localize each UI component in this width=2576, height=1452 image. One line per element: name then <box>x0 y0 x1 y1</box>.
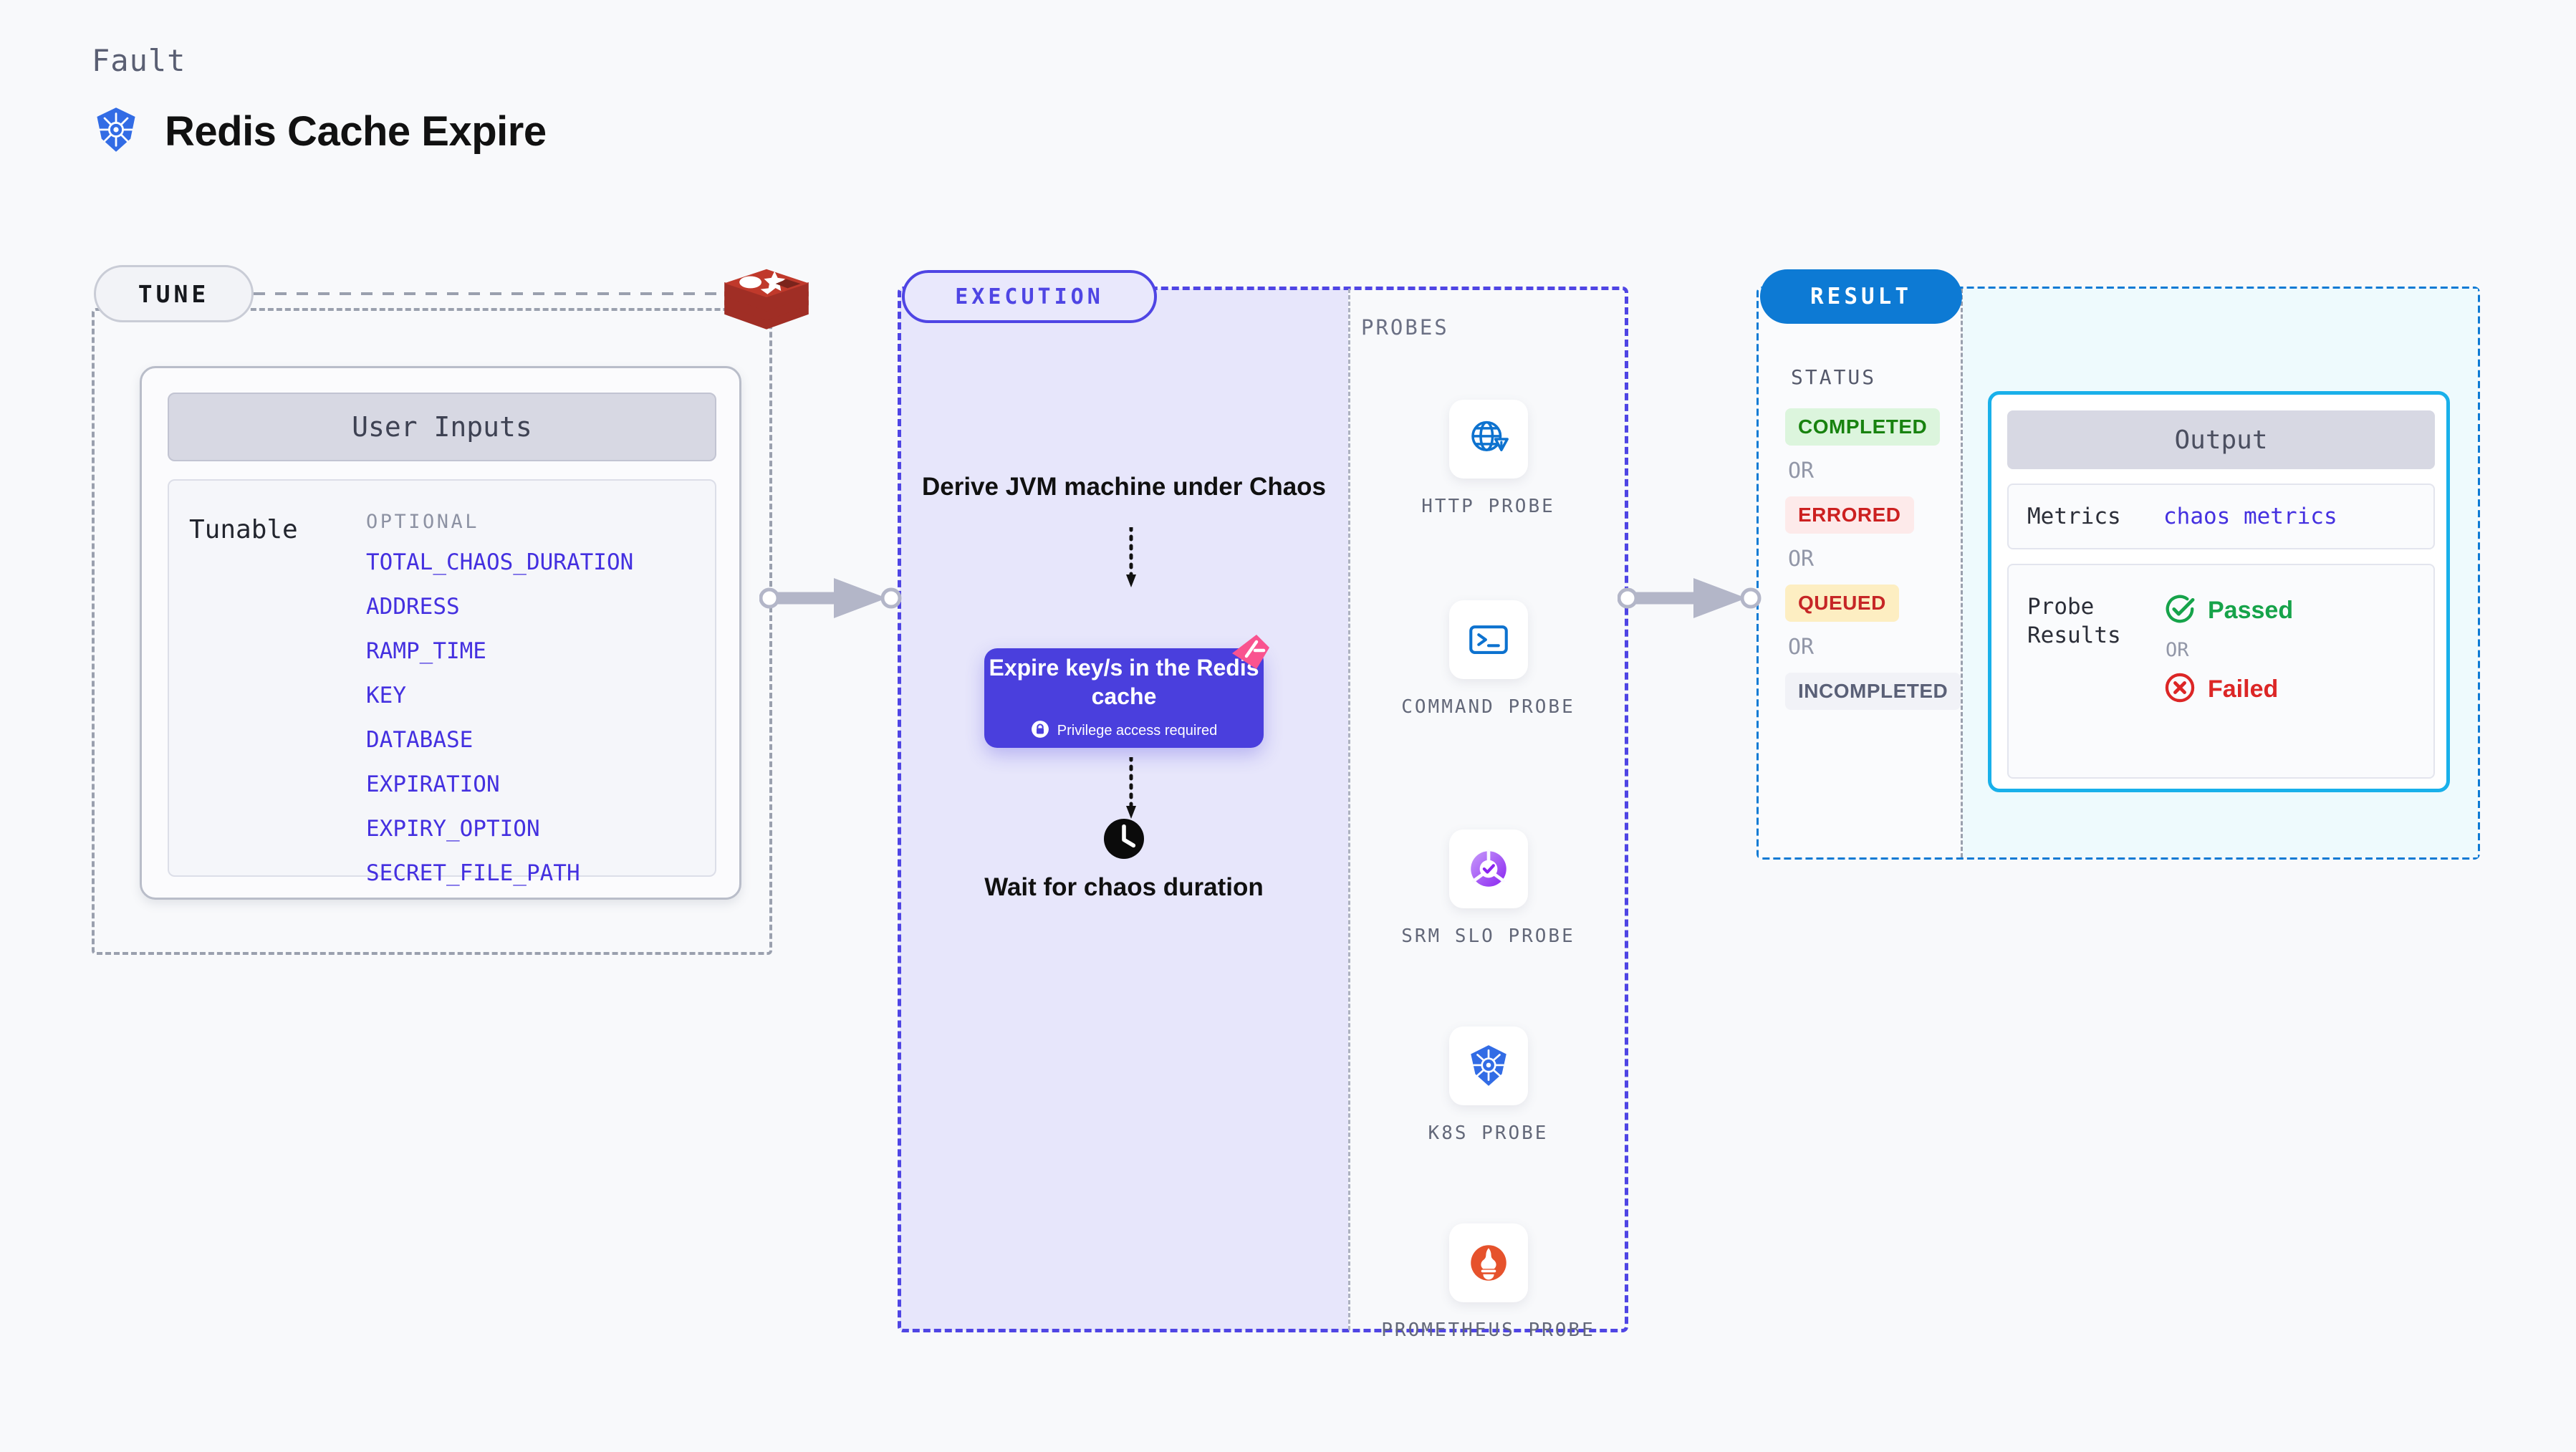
probe-item-srm-slo[interactable]: SRM SLO PROBE <box>1348 830 1628 949</box>
status-badge-queued: QUEUED <box>1785 585 1899 622</box>
result-column-divider <box>1961 289 1963 857</box>
status-badge-errored: ERRORED <box>1785 496 1914 534</box>
execution-panel <box>898 287 1628 1332</box>
redis-logo-icon <box>716 252 817 352</box>
prometheus-icon <box>1448 1223 1528 1302</box>
probe-label: PROMETHEUS PROBE <box>1381 1319 1595 1341</box>
result-status-column <box>1759 289 1961 857</box>
status-or: OR <box>1788 635 1815 660</box>
metrics-row: Metrics chaos metrics <box>2007 484 2435 549</box>
execution-pill[interactable]: EXECUTION <box>902 270 1157 323</box>
globe-warning-icon <box>1448 400 1528 479</box>
privilege-row: Privilege access required <box>1031 720 1217 742</box>
probe-results-key: Probe Results <box>2027 594 2121 649</box>
tunable-param[interactable]: RAMP_TIME <box>366 638 486 664</box>
probe-results-values: Passed OR Failed <box>2163 592 2293 777</box>
probe-label: HTTP PROBE <box>1421 496 1555 517</box>
passed-label: Passed <box>2208 597 2294 624</box>
tunable-param[interactable]: EXPIRATION <box>366 771 500 797</box>
status-label: STATUS <box>1791 365 1877 389</box>
status-stack: COMPLETED OR ERRORED OR QUEUED OR INCOMP… <box>1785 408 1961 710</box>
probe-result-passed: Passed <box>2163 592 2293 629</box>
lock-icon <box>1031 720 1049 742</box>
tunable-param[interactable]: ADDRESS <box>366 594 460 620</box>
slo-check-icon <box>1448 830 1528 908</box>
probe-item-http[interactable]: HTTP PROBE <box>1348 400 1628 519</box>
title-row: Redis Cache Expire <box>92 105 547 158</box>
probe-item-prometheus[interactable]: PROMETHEUS PROBE <box>1348 1223 1628 1343</box>
result-pill[interactable]: RESULT <box>1760 269 1962 324</box>
failed-label: Failed <box>2208 675 2279 703</box>
metrics-key: Metrics <box>2027 504 2121 529</box>
status-badge-completed: COMPLETED <box>1785 408 1941 446</box>
tune-pill[interactable]: TUNE <box>94 265 254 322</box>
x-circle-icon <box>2163 671 2196 708</box>
tunable-param[interactable]: EXPIRY_OPTION <box>366 816 540 842</box>
status-or: OR <box>1788 547 1815 572</box>
check-circle-icon <box>2163 592 2196 629</box>
result-panel <box>1756 287 2480 860</box>
execution-fill <box>900 289 1348 1330</box>
status-or: OR <box>1788 458 1815 484</box>
tunable-box: Tunable OPTIONAL TOTAL_CHAOS_DURATION AD… <box>168 479 716 886</box>
step-derive-label: Derive JVM machine under Chaos <box>921 473 1327 501</box>
flow-arrow-down-2 <box>1126 757 1136 819</box>
user-inputs-card: User Inputs Tunable OPTIONAL TOTAL_CHAOS… <box>140 366 741 900</box>
page-header: Fault Redis Cache Expire <box>92 43 547 158</box>
tunable-param[interactable]: KEY <box>366 683 406 708</box>
tunable-param[interactable]: SECRET_FILE_PATH <box>366 860 580 886</box>
chaos-badge-icon <box>1228 632 1274 673</box>
step-wait-label: Wait for chaos duration <box>984 873 1264 901</box>
tune-to-redis-dashed-line <box>254 292 726 295</box>
output-card: Output Metrics chaos metrics Probe Resul… <box>1988 391 2450 792</box>
tune-to-execution-arrow <box>759 578 902 618</box>
probe-result-or: OR <box>2166 639 2189 661</box>
tunable-param[interactable]: TOTAL_CHAOS_DURATION <box>366 549 634 575</box>
probes-section-label: PROBES <box>1361 315 1449 340</box>
probe-result-failed: Failed <box>2163 671 2293 708</box>
probe-label: K8S PROBE <box>1428 1122 1549 1144</box>
optional-label: OPTIONAL <box>366 511 480 533</box>
output-header: Output <box>2007 410 2435 469</box>
kubernetes-icon <box>1448 1027 1528 1105</box>
privilege-note: Privilege access required <box>1057 722 1218 739</box>
probe-item-k8s[interactable]: K8S PROBE <box>1348 1027 1628 1146</box>
kubernetes-icon <box>92 105 140 158</box>
probe-label: COMMAND PROBE <box>1401 696 1575 718</box>
terminal-icon <box>1448 600 1528 679</box>
probe-item-command[interactable]: COMMAND PROBE <box>1348 600 1628 720</box>
tunable-label: Tunable <box>189 515 298 544</box>
probes-divider <box>1348 289 1350 1330</box>
fault-action-card[interactable]: Expire key/s in the Redis cache Privileg… <box>984 648 1264 748</box>
user-inputs-header: User Inputs <box>168 393 716 461</box>
tune-panel: User Inputs Tunable OPTIONAL TOTAL_CHAOS… <box>92 308 772 955</box>
tunable-param[interactable]: DATABASE <box>366 727 474 753</box>
page-eyebrow: Fault <box>92 43 186 78</box>
probe-label: SRM SLO PROBE <box>1401 925 1575 947</box>
fault-card-title: Expire key/s in the Redis cache <box>989 655 1259 709</box>
page-title: Redis Cache Expire <box>165 108 547 155</box>
probe-results-row: Probe Results Passed OR <box>2007 564 2435 779</box>
flow-arrow-down-1 <box>1126 527 1136 587</box>
clock-icon <box>1101 816 1147 862</box>
metrics-value[interactable]: chaos metrics <box>2163 504 2337 529</box>
status-badge-incompleted: INCOMPLETED <box>1785 673 1961 710</box>
tunable-parameter-list: OPTIONAL TOTAL_CHAOS_DURATION ADDRESS RA… <box>366 511 633 905</box>
execution-flow: Derive JVM machine under Chaos Expire ke… <box>900 289 1348 1330</box>
execution-to-result-arrow <box>1618 578 1762 618</box>
